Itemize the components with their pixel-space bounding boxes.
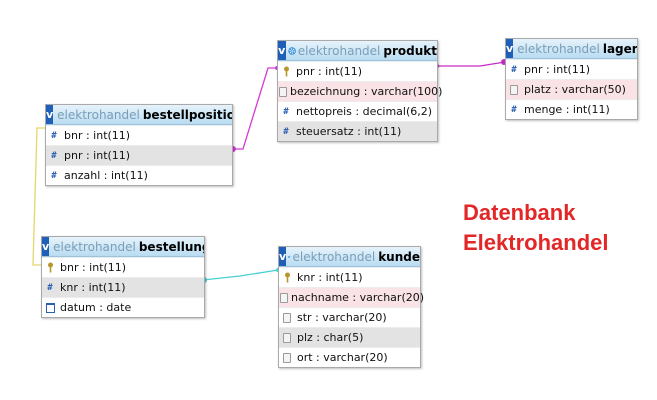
database-name: elektrohandel xyxy=(297,43,381,58)
column-label: pnr : int(11) xyxy=(296,65,363,78)
text-icon xyxy=(280,292,288,303)
column-label: nettopreis : decimal(6,2) xyxy=(296,105,433,118)
hash-icon: # xyxy=(51,130,57,141)
table-header[interactable]: v elektrohandel bestellung xyxy=(42,237,204,257)
hash-icon: # xyxy=(51,170,57,181)
table-column[interactable]: knr : int(11) xyxy=(279,267,420,287)
table-header[interactable]: v elektrohandel kunde xyxy=(279,247,420,267)
table-column[interactable]: nachname : varchar(20) xyxy=(279,287,424,307)
hash-icon: # xyxy=(283,126,289,137)
column-label: steuersatz : int(11) xyxy=(296,125,402,138)
column-label: nachname : varchar(20) xyxy=(291,291,425,304)
table-column[interactable]: ort : varchar(20) xyxy=(279,347,420,367)
column-label: ort : varchar(20) xyxy=(297,351,388,364)
table-bestellung[interactable]: v elektrohandel bestellung bnr : int(11)… xyxy=(41,236,205,318)
table-column[interactable]: # bnr : int(11) xyxy=(46,125,232,145)
column-label: platz : varchar(50) xyxy=(524,83,626,96)
column-label: knr : int(11) xyxy=(60,281,126,294)
column-label: bnr : int(11) xyxy=(64,129,131,142)
table-lager[interactable]: v elektrohandel lager # pnr : int(11) pl… xyxy=(505,38,638,120)
column-label: knr : int(11) xyxy=(297,271,363,284)
column-label: pnr : int(11) xyxy=(64,149,131,162)
table-column[interactable]: platz : varchar(50) xyxy=(506,79,637,99)
table-column[interactable]: datum : date xyxy=(42,297,204,317)
column-label: bnr : int(11) xyxy=(60,261,127,274)
table-header[interactable]: v elektrohandel bestellposition xyxy=(46,105,232,125)
column-label: str : varchar(20) xyxy=(297,311,387,324)
key-icon xyxy=(43,262,57,273)
table-column[interactable]: pnr : int(11) xyxy=(278,61,437,81)
key-icon xyxy=(279,66,293,77)
hash-icon: # xyxy=(511,104,517,115)
text-icon xyxy=(507,84,521,95)
table-column[interactable]: plz : char(5) xyxy=(279,327,420,347)
column-label: pnr : int(11) xyxy=(524,63,591,76)
table-column[interactable]: # pnr : int(11) xyxy=(46,145,232,165)
table-column[interactable]: bnr : int(11) xyxy=(42,257,204,277)
key-icon xyxy=(280,272,294,283)
collapse-toggle-icon[interactable]: v xyxy=(46,105,54,124)
column-label: bezeichnung : varchar(100) xyxy=(290,85,443,98)
collapse-toggle-icon[interactable]: v xyxy=(278,41,286,60)
column-label: menge : int(11) xyxy=(524,103,610,116)
hash-icon: # xyxy=(51,150,57,161)
table-bestellposition[interactable]: v elektrohandel bestellposition # bnr : … xyxy=(45,104,233,186)
table-column[interactable]: bezeichnung : varchar(100) xyxy=(278,81,442,101)
diagram-title-line-1: Datenbank xyxy=(463,200,576,225)
table-column[interactable]: # nettopreis : decimal(6,2) xyxy=(278,101,437,121)
text-icon xyxy=(279,86,287,97)
collapse-toggle-icon[interactable]: v xyxy=(279,247,287,266)
table-name: bestellposition xyxy=(142,107,232,122)
link-produkt-lager[interactable] xyxy=(437,61,506,67)
hash-icon: # xyxy=(47,282,53,293)
table-column[interactable]: # steuersatz : int(11) xyxy=(278,121,437,141)
text-icon xyxy=(280,352,294,363)
table-kunde[interactable]: v elektrohandel kunde knr : int(11) nach… xyxy=(278,246,424,368)
table-header[interactable]: v elektrohandel produkt xyxy=(278,41,437,61)
diagram-title: Datenbank Elektrohandel xyxy=(463,198,608,258)
table-name: kunde xyxy=(378,249,420,264)
database-name: elektrohandel xyxy=(53,239,136,254)
diagram-title-line-2: Elektrohandel xyxy=(463,230,609,255)
table-column[interactable]: # menge : int(11) xyxy=(506,99,637,119)
column-label: anzahl : int(11) xyxy=(64,169,148,182)
column-label: datum : date xyxy=(60,301,132,314)
table-column[interactable]: # knr : int(11) xyxy=(42,277,204,297)
database-name: elektrohandel xyxy=(517,41,600,56)
table-column[interactable]: # pnr : int(11) xyxy=(506,59,637,79)
table-column[interactable]: str : varchar(20) xyxy=(279,307,420,327)
hash-icon: # xyxy=(511,64,517,75)
table-name: bestellung xyxy=(138,239,204,254)
gear-icon[interactable] xyxy=(288,251,291,263)
hash-icon: # xyxy=(283,106,289,117)
link-bestellung-kunde[interactable] xyxy=(202,269,279,281)
table-name: lager xyxy=(602,41,637,56)
text-icon xyxy=(280,312,294,323)
link-bestellposition-bestellung[interactable] xyxy=(32,127,45,266)
column-label: plz : char(5) xyxy=(297,331,364,344)
gear-icon[interactable] xyxy=(287,45,296,57)
database-name: elektrohandel xyxy=(292,249,376,264)
table-name: produkt xyxy=(383,43,437,58)
calendar-icon xyxy=(43,302,57,313)
collapse-toggle-icon[interactable]: v xyxy=(506,39,514,58)
table-column[interactable]: # anzahl : int(11) xyxy=(46,165,232,185)
link-bestellposition-produkt[interactable] xyxy=(232,67,277,150)
table-produkt[interactable]: v elektrohandel produkt pnr : int(11) be… xyxy=(277,40,442,142)
collapse-toggle-icon[interactable]: v xyxy=(42,237,50,256)
database-name: elektrohandel xyxy=(57,107,140,122)
text-icon xyxy=(280,332,294,343)
table-header[interactable]: v elektrohandel lager xyxy=(506,39,637,59)
